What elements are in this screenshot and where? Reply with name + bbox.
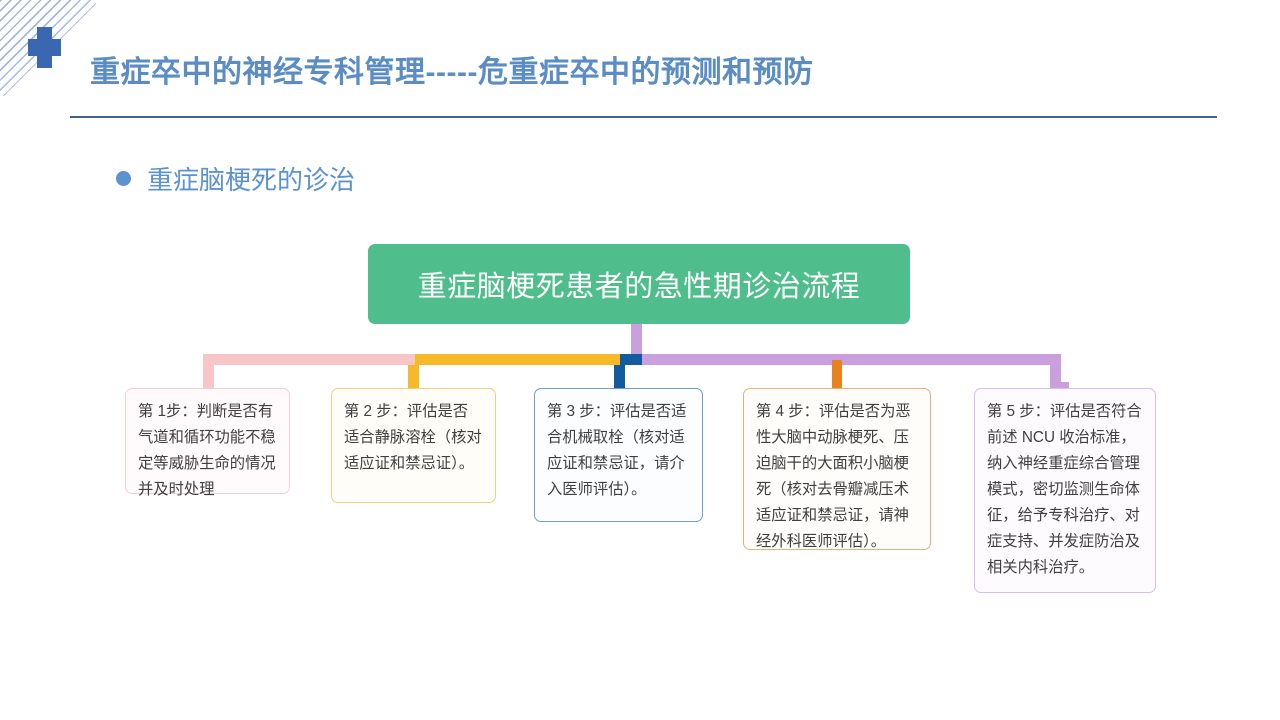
page-title: 重症卒中的神经专科管理-----危重症卒中的预测和预防 <box>90 56 814 89</box>
section-heading: 重症脑梗死的诊治 <box>116 160 355 197</box>
connector-tick-step5 <box>1060 382 1069 391</box>
connector-tick-step2 <box>408 382 417 391</box>
flowchart-step-3[interactable]: 第 3 步：评估是否适合机械取栓（核对适应证和禁忌证，请介入医师评估）。 <box>534 388 703 522</box>
connector-tick-step4 <box>832 360 842 388</box>
flowchart-root-node[interactable]: 重症脑梗死患者的急性期诊治流程 <box>368 244 910 324</box>
medical-cross-icon-bar <box>28 39 61 56</box>
connector-tick-step1 <box>203 382 212 391</box>
bullet-dot-icon <box>116 171 131 186</box>
connector-bus-step1 <box>203 354 415 365</box>
section-heading-label: 重症脑梗死的诊治 <box>147 165 356 195</box>
title-divider <box>70 116 1217 118</box>
connector-bus-step3 <box>614 354 642 365</box>
flowchart-step-5[interactable]: 第 5 步：评估是否符合前述 NCU 收治标准，纳入神经重症综合管理模式，密切监… <box>974 388 1156 593</box>
corner-decoration <box>0 0 96 96</box>
connector-drop-step1 <box>203 354 214 388</box>
connector-drop-step3 <box>614 354 625 388</box>
connector-bus-step2 <box>408 354 620 365</box>
flowchart-step-3-text: 第 3 步：评估是否适合机械取栓（核对适应证和禁忌证，请介入医师评估）。 <box>547 403 687 498</box>
flowchart-step-1[interactable]: 第 1步：判断是否有气道和循环功能不稳定等威胁生命的情况并及时处理 <box>125 388 290 498</box>
flowchart-step-2[interactable]: 第 2 步：评估是否适合静脉溶栓（核对适应证和禁忌证）。 <box>331 388 496 503</box>
flowchart-step-4-text: 第 4 步：评估是否为恶性大脑中动脉梗死、压迫脑干的大面积小脑梗死（核对去骨瓣减… <box>756 403 911 550</box>
flowchart-step-5-text: 第 5 步：评估是否符合前述 NCU 收治标准，纳入神经重症综合管理模式，密切监… <box>987 403 1142 576</box>
connector-drop-step2 <box>408 354 419 388</box>
flowchart-step-1-text: 第 1步：判断是否有气道和循环功能不稳定等威胁生命的情况并及时处理 <box>138 403 276 498</box>
connector-drop-step5 <box>1050 354 1061 388</box>
flowchart-step-2-text: 第 2 步：评估是否适合静脉溶栓（核对适应证和禁忌证）。 <box>344 403 482 472</box>
connector-root-stem <box>631 324 642 360</box>
flowchart-root-label: 重症脑梗死患者的急性期诊治流程 <box>417 271 861 303</box>
connector-bus-step5 <box>631 354 1061 365</box>
flowchart-step-4[interactable]: 第 4 步：评估是否为恶性大脑中动脉梗死、压迫脑干的大面积小脑梗死（核对去骨瓣减… <box>743 388 931 550</box>
connector-tick-step3 <box>614 382 623 391</box>
